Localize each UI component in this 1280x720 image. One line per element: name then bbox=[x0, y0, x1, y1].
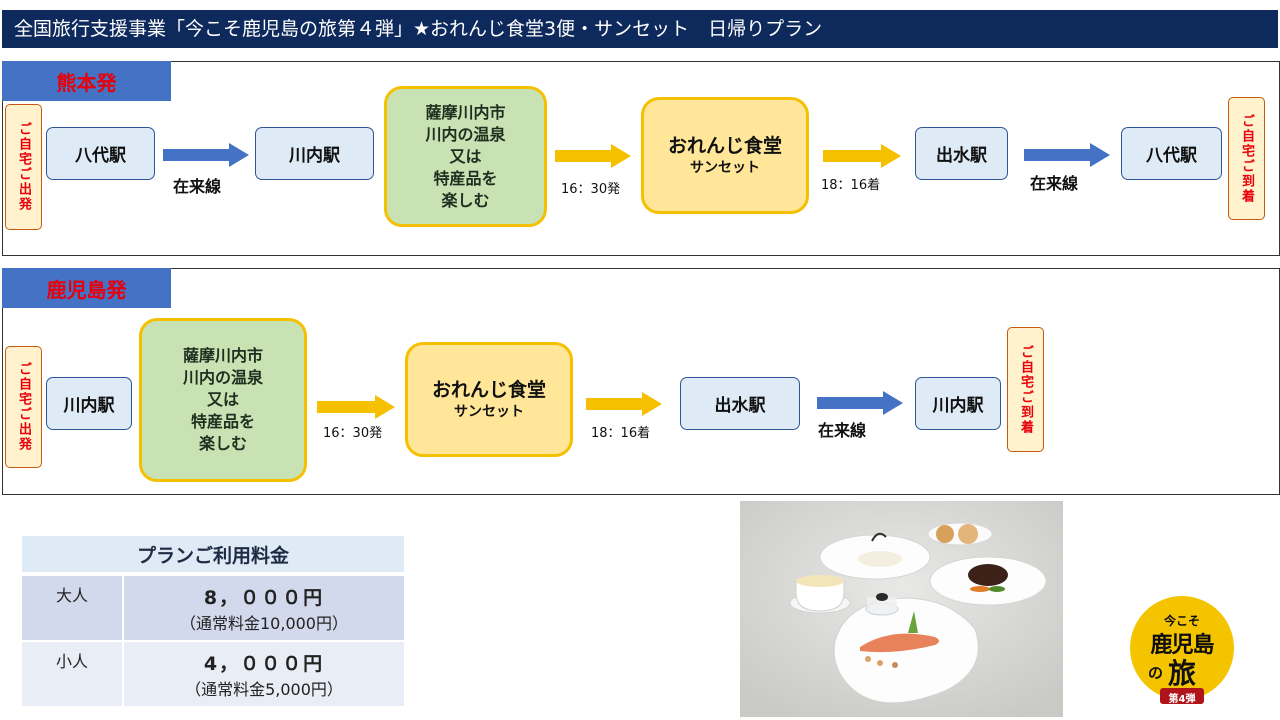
price-label-adult: 大人 bbox=[22, 576, 122, 640]
logo-badge: 第4弾 bbox=[1168, 694, 1196, 705]
departure-time: 16：30発 bbox=[561, 182, 621, 197]
orange-shokudo-train: おれんじ食堂 サンセット bbox=[405, 342, 573, 457]
price-note: （通常料金10,000円） bbox=[180, 613, 348, 633]
local-line-label: 在来線 bbox=[1030, 174, 1079, 193]
sightseeing-line: 又は bbox=[449, 146, 482, 166]
station-izumi: 出水駅 bbox=[915, 127, 1008, 180]
sightseeing-line: 楽しむ bbox=[441, 190, 490, 210]
course-meal-photo bbox=[740, 501, 1063, 717]
station-yatsushiro: 八代駅 bbox=[1121, 127, 1222, 180]
route-tag-kagoshima: 鹿児島発 bbox=[2, 268, 171, 308]
local-line-arrow bbox=[817, 391, 903, 415]
train-service: サンセット bbox=[690, 159, 760, 176]
local-line-arrow bbox=[1024, 143, 1110, 167]
home-arrival-label: ご自宅ご到着 bbox=[1007, 327, 1044, 452]
sightseeing-line: 又は bbox=[206, 390, 239, 409]
sightseeing-line: 特産品を bbox=[433, 168, 498, 188]
arrival-time: 18：16着 bbox=[591, 426, 651, 441]
local-line-label: 在来線 bbox=[818, 421, 867, 440]
train-name: おれんじ食堂 bbox=[431, 378, 546, 401]
station-sendai: 川内駅 bbox=[46, 377, 132, 430]
station-sendai: 川内駅 bbox=[255, 127, 374, 180]
orange-shokudo-train: おれんじ食堂 サンセット bbox=[641, 97, 809, 214]
home-departure-label: ご自宅ご出発 bbox=[5, 346, 42, 468]
arrival-time: 18：16着 bbox=[821, 178, 881, 193]
train-arrow bbox=[317, 395, 395, 419]
train-service: サンセット bbox=[454, 403, 524, 420]
price-value-adult: 8，０００円 （通常料金10,000円） bbox=[124, 576, 404, 640]
price-value-child: 4，０００円 （通常料金5,000円） bbox=[124, 642, 404, 706]
local-line-arrow bbox=[163, 143, 249, 167]
page-title: 全国旅行支援事業「今こそ鹿児島の旅第４弾」★おれんじ食堂3便・サンセット 日帰り… bbox=[2, 10, 1278, 48]
route-tag-kumamoto: 熊本発 bbox=[2, 61, 171, 101]
logo-text-top: 今こそ bbox=[1163, 614, 1200, 628]
departure-time: 16：30発 bbox=[323, 426, 383, 441]
logo-text-tabi: 旅 bbox=[1168, 657, 1197, 690]
price-note: （通常料金5,000円） bbox=[185, 679, 343, 699]
sightseeing-line: 川内の温泉 bbox=[425, 124, 506, 144]
train-arrow bbox=[823, 144, 901, 168]
local-line-label: 在来線 bbox=[173, 177, 222, 196]
sightseeing-line: 川内の温泉 bbox=[182, 368, 263, 387]
home-departure-label: ご自宅ご出発 bbox=[5, 104, 42, 230]
train-name: おれんじ食堂 bbox=[667, 134, 782, 157]
logo-text-no: の bbox=[1148, 664, 1164, 682]
home-arrival-label: ご自宅ご到着 bbox=[1228, 97, 1265, 220]
price-amount: 4，０００円 bbox=[203, 652, 325, 675]
train-arrow bbox=[586, 392, 662, 416]
price-amount: 8，０００円 bbox=[203, 586, 325, 609]
station-izumi: 出水駅 bbox=[680, 377, 800, 430]
price-label-child: 小人 bbox=[22, 642, 122, 706]
train-arrow bbox=[555, 144, 631, 168]
sightseeing-line: 薩摩川内市 bbox=[425, 102, 506, 122]
campaign-logo: 今こそ 鹿児島 の 旅 第4弾 bbox=[1126, 594, 1238, 706]
sightseeing-box: 薩摩川内市 川内の温泉 又は 特産品を 楽しむ bbox=[384, 86, 547, 227]
sightseeing-line: 特産品を bbox=[190, 412, 255, 431]
sightseeing-line: 楽しむ bbox=[198, 434, 247, 453]
pricing-title: プランご利用料金 bbox=[22, 536, 404, 572]
logo-text-main: 鹿児島 bbox=[1150, 633, 1214, 658]
sightseeing-box: 薩摩川内市 川内の温泉 又は 特産品を 楽しむ bbox=[139, 318, 307, 482]
station-sendai: 川内駅 bbox=[915, 377, 1001, 430]
sightseeing-line: 薩摩川内市 bbox=[182, 346, 263, 365]
station-yatsushiro: 八代駅 bbox=[46, 127, 155, 180]
